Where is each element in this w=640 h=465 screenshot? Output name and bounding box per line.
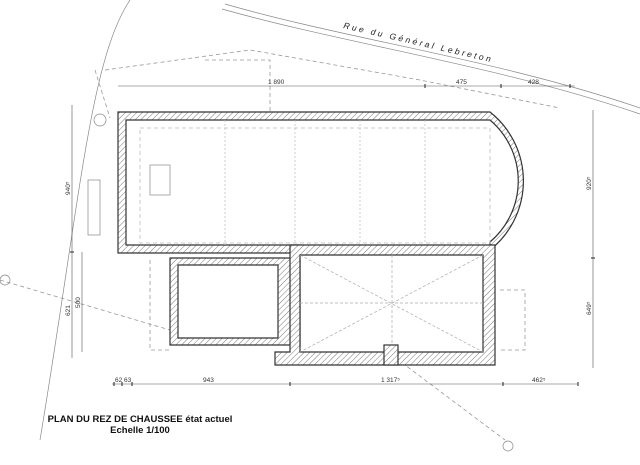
dim-top-3: 428 xyxy=(528,79,539,86)
dim-top-2: 475 xyxy=(456,79,467,86)
plan-title: PLAN DU REZ DE CHAUSSEE état actuel xyxy=(47,414,233,425)
dim-left-3: 500 xyxy=(75,297,82,308)
dim-right-1: 920⁵ xyxy=(586,176,593,190)
crossing-room xyxy=(274,244,496,366)
street-name: Rue du Général Lebreton xyxy=(343,20,495,64)
dim-left-2: 621 xyxy=(65,305,72,316)
nave xyxy=(87,111,524,254)
sacristy-room xyxy=(169,257,301,346)
dim-bottom-1: 62 xyxy=(115,377,123,384)
plan-title-block: PLAN DU REZ DE CHAUSSEE état actuel Eche… xyxy=(40,414,240,436)
dim-bottom-2: 63 xyxy=(124,377,132,384)
dim-bottom-4: 1 317⁵ xyxy=(381,377,400,384)
dim-left-1: 940⁵ xyxy=(65,181,72,195)
dim-top-1: 1 890 xyxy=(268,79,285,86)
street-lines xyxy=(39,0,640,441)
dim-right-2: 649⁵ xyxy=(586,301,593,315)
dim-bottom-5: 462⁵ xyxy=(532,377,546,384)
dimension-lines: 1 890 475 428 940⁵ 621 500 920⁵ 649⁵ 62 … xyxy=(65,79,595,386)
dim-bottom-3: 943 xyxy=(203,377,214,384)
plan-scale: Echelle 1/100 xyxy=(110,425,170,436)
